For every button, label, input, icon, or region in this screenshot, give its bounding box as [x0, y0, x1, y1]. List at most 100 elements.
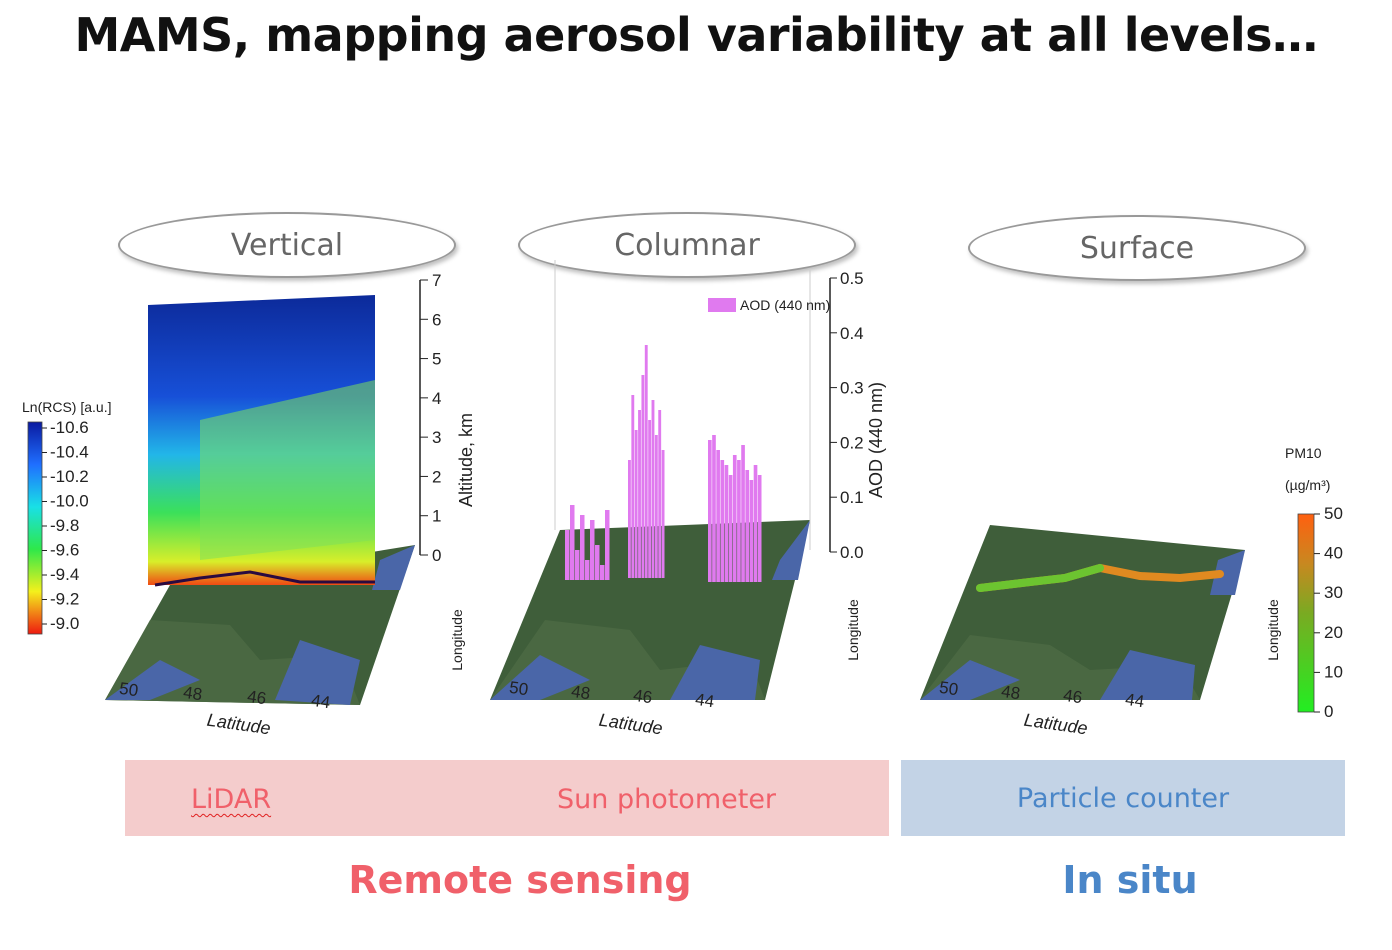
aod-bar [737, 460, 741, 582]
colorbar-unit: (µg/m³) [1285, 477, 1330, 493]
lat-tick-label: 44 [310, 691, 331, 712]
aod-bar [712, 435, 716, 582]
colorbar [1297, 513, 1315, 713]
aod-bar [654, 435, 658, 578]
map-sea [105, 660, 200, 700]
aod-bar [600, 565, 605, 580]
aod-bar [728, 475, 733, 582]
z-tick-label: 0.3 [840, 379, 864, 398]
z-tick-label: 5 [432, 350, 441, 369]
aod-bar [661, 450, 665, 578]
aod-bar [634, 430, 638, 578]
lat-tick-label: 48 [182, 683, 203, 704]
z-ticks: 0 1 2 3 4 5 6 7 [420, 271, 441, 565]
colorbar-title: PM10 [1285, 445, 1322, 461]
colorbar-tick-label: -10.2 [50, 467, 89, 486]
lat-tick-label: 48 [570, 682, 591, 703]
colorbar-title: Ln(RCS) [a.u.] [22, 399, 111, 415]
columnar-label: Columnar [614, 227, 760, 263]
ground-line [154, 570, 375, 587]
z-tick-label: 7 [432, 271, 441, 290]
aod-bar [628, 460, 631, 578]
z-tick-label: 0.2 [840, 433, 864, 452]
lon-axis-label: Longitude [845, 599, 861, 661]
lat-tick-label: 50 [938, 678, 959, 699]
z-tick-label: 0 [432, 546, 441, 565]
lidar-label: LiDAR [191, 784, 272, 815]
lat-tick-label: 44 [1124, 690, 1145, 711]
lon-axis-label: Longitude [1265, 599, 1281, 661]
z-tick-label: 0.4 [840, 324, 864, 343]
colorbar-tick-label: -9.4 [50, 565, 79, 584]
lon-axis-label: Longitude [449, 609, 465, 671]
map-sea [1210, 550, 1245, 595]
aod-bar [741, 445, 745, 582]
z-tick-label: 0.1 [840, 488, 864, 507]
lat-tick-label: 48 [1000, 682, 1021, 703]
lat-ticks: 50 48 46 44 [118, 679, 331, 712]
surface-oval: Surface [968, 215, 1306, 281]
aod-bar [565, 530, 570, 580]
map-sea [490, 655, 590, 700]
lat-ticks: 50 48 46 44 [508, 678, 715, 711]
surface-label: Surface [1079, 230, 1195, 266]
colorbar-tick-label: 50 [1324, 504, 1343, 523]
remote-band: LiDAR Sun photometer [125, 760, 889, 836]
lat-tick-label: 44 [694, 690, 715, 711]
lat-axis-label: Latitude [598, 710, 664, 739]
z-tick-label: 2 [432, 467, 441, 486]
in-situ-label: In situ [1062, 858, 1198, 902]
lat-axis-label: Latitude [206, 710, 272, 739]
columnar-oval: Columnar [518, 212, 856, 278]
colorbar-tick-label: -9.8 [50, 516, 79, 535]
aod-bar [575, 550, 580, 580]
aod-bar [658, 410, 662, 578]
aod-bar [749, 480, 754, 582]
lat-axis-label: Latitude [1023, 710, 1089, 739]
aerosol-layer [200, 380, 375, 560]
aod-bar [605, 510, 610, 580]
lat-tick-label: 46 [632, 686, 653, 707]
colorbar [27, 421, 43, 635]
aod-bar [716, 450, 720, 582]
aod-bar [753, 465, 758, 582]
z-axis-label: AOD (440 nm) [866, 382, 886, 498]
insitu-band: Particle counter [901, 760, 1345, 836]
colorbar-tick-label: -9.6 [50, 541, 79, 560]
vertical-label: Vertical [230, 227, 344, 263]
sun-photometer-label: Sun photometer [557, 784, 777, 815]
aod-bar [641, 375, 645, 578]
aod-bar [732, 455, 737, 582]
legend-label: AOD (440 nm) [740, 297, 830, 313]
legend-swatch [708, 298, 736, 312]
lat-tick-label: 50 [118, 679, 139, 700]
map-sea [372, 545, 415, 590]
z-axis-label: Altitude, km [456, 413, 476, 507]
z-tick-label: 6 [432, 310, 441, 329]
aod-bar [708, 440, 712, 582]
lat-tick-label: 50 [508, 678, 529, 699]
z-tick-label: 0.0 [840, 543, 864, 562]
colorbar-tick-label: 20 [1324, 623, 1343, 642]
aod-bar [648, 420, 652, 578]
aod-bar [757, 475, 762, 582]
colorbar-tick-label: -10.6 [50, 418, 89, 437]
map-sea [670, 645, 760, 700]
aod-bars [565, 345, 762, 582]
colorbar-tick-label: -10.0 [50, 492, 89, 511]
colorbar-tick-label: -10.4 [50, 443, 89, 462]
aod-bar [595, 545, 600, 580]
aod-bar [638, 410, 641, 578]
aod-bar [745, 470, 750, 582]
aod-bar [580, 515, 585, 580]
vertical-oval: Vertical [118, 212, 456, 278]
map-sea [1100, 650, 1195, 700]
z-tick-label: 3 [432, 428, 441, 447]
z-tick-label: 1 [432, 507, 441, 526]
pm10-track-low [976, 564, 1104, 592]
lat-tick-label: 46 [246, 687, 267, 708]
z-tick-label: 4 [432, 389, 441, 408]
aod-bar [570, 505, 575, 580]
